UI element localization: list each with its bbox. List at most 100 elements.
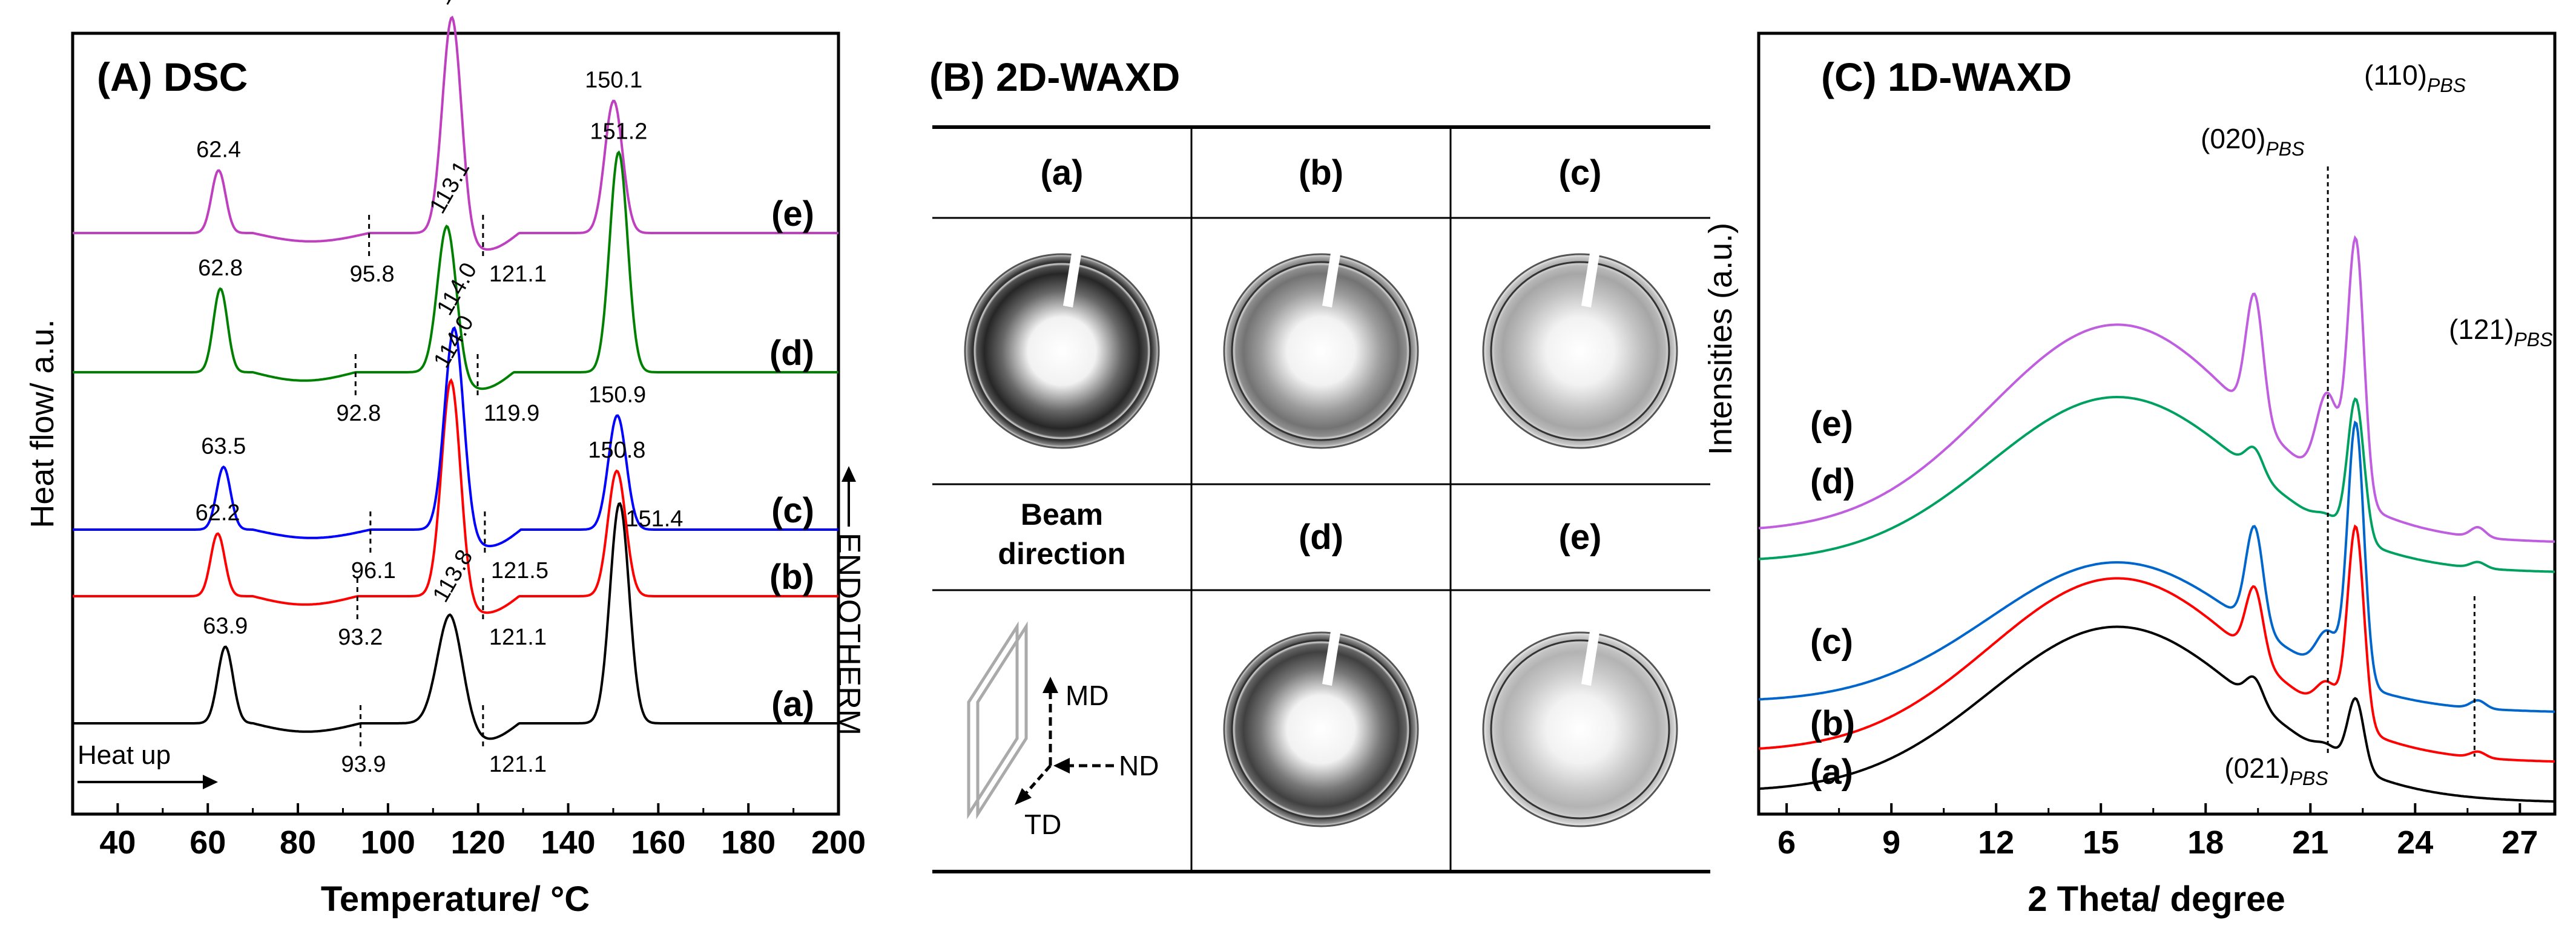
xrd-curve-e (1758, 235, 2555, 543)
dsc-tick-label: 140 (541, 824, 595, 861)
waxd-inner-ring (1490, 639, 1670, 820)
dsc-peak-label: 63.5 (201, 434, 246, 459)
xrd-series-label: (d) (1810, 462, 1855, 501)
pattern-header: (b) (1299, 153, 1343, 192)
dsc-ylabel: Heat flow/ a.u. (24, 319, 61, 528)
dsc-dip-label: 93.2 (338, 625, 383, 650)
dsc-curve-b (73, 378, 838, 614)
xrd-tick-label: 12 (1978, 824, 2014, 861)
md-arrowhead (1043, 677, 1058, 693)
td-label: TD (1024, 809, 1061, 840)
dsc-curves (73, 15, 838, 740)
waxd-inner-ring (1490, 261, 1670, 441)
dsc-series-label: (e) (771, 194, 814, 234)
waxd-outer-ring (1223, 631, 1419, 827)
dsc-xlabel: Temperature/ °C (321, 879, 590, 919)
dsc-curve-d (73, 150, 838, 390)
dsc-peak-label: 151.4 (625, 507, 683, 532)
beamstop-shadow (1322, 624, 1342, 686)
panel-dsc: (A) DSC Temperature/ °C Heat flow/ a.u. … (24, 0, 866, 919)
xrd-reflection-label: (020)PBS (2201, 123, 2304, 160)
dsc-peak-label: 151.2 (590, 119, 647, 145)
hkl-index: (020) (2201, 123, 2265, 154)
xrd-annotations: (a)(b)(c)(d)(e)(020)PBS(110)PBS(121)PBS(… (1810, 59, 2552, 792)
xrd-tick-label: 24 (2397, 824, 2433, 861)
dsc-peak-label: 114.2 (430, 0, 480, 9)
xrd-curve-c (1758, 420, 2555, 713)
dsc-tick-label: 60 (189, 824, 226, 861)
dsc-dip-label: 92.8 (336, 401, 381, 426)
dsc-frame (71, 31, 840, 816)
dsc-series-label: (a) (771, 685, 814, 724)
xrd-frame (1757, 31, 2557, 816)
waxd-pattern-e (1483, 633, 1677, 826)
heat-up-arrowhead (203, 775, 218, 789)
xrd-series-label: (c) (1810, 622, 1853, 662)
waxd-outer-ring (1223, 253, 1419, 449)
dsc-tick-label: 120 (451, 824, 506, 861)
md-label: MD (1066, 680, 1109, 711)
xrd-tick-label: 6 (1777, 824, 1796, 861)
dsc-peak-label: 62.2 (196, 501, 240, 526)
xrd-curve-b (1758, 524, 2555, 763)
dsc-curve-e (73, 15, 838, 251)
dsc-peak-label: 150.9 (588, 382, 646, 407)
dsc-curve-c (73, 326, 838, 548)
beamstop-shadow (1581, 246, 1601, 307)
waxd-inner-ring (1231, 261, 1411, 441)
waxd-inner-ring (1231, 639, 1411, 820)
hkl-subscript: PBS (2427, 74, 2466, 96)
xrd-tick-label: 21 (2292, 824, 2328, 861)
xrd-curve-a (1758, 625, 2555, 803)
dsc-tick-label: 100 (361, 824, 415, 861)
beam-title-line2: direction (998, 537, 1125, 571)
dsc-dip-label: 121.1 (489, 625, 547, 650)
dsc-tick-label: 200 (811, 824, 866, 861)
waxd-pattern-d (1224, 633, 1418, 826)
hkl-subscript: PBS (2290, 767, 2328, 789)
xrd-reflection-label: (121)PBS (2449, 314, 2552, 350)
sample-film-back (976, 621, 1028, 820)
waxd-outer-ring (964, 253, 1160, 449)
dsc-dip-label: 119.9 (484, 401, 539, 426)
dsc-dip-label: 121.1 (489, 752, 547, 777)
pattern-header: (c) (1559, 153, 1602, 192)
endotherm-arrowhead (842, 466, 856, 482)
xrd-title: (C) 1D-WAXD (1821, 54, 2072, 99)
dsc-tick-label: 80 (280, 824, 316, 861)
dsc-series-label: (b) (769, 557, 814, 597)
xrd-tick-label: 15 (2083, 824, 2119, 861)
xrd-tick-label: 9 (1882, 824, 1900, 861)
pattern-header: (a) (1041, 153, 1084, 192)
td-axis-line (1021, 764, 1052, 799)
heat-up-label: Heat up (77, 740, 171, 770)
td-arrowhead (1015, 788, 1032, 805)
xrd-xlabel: 2 Theta/ degree (2028, 879, 2285, 919)
endotherm-label: ENDOTHERM (831, 533, 866, 735)
xrd-series-label: (b) (1810, 704, 1855, 743)
dsc-series-label: (d) (769, 334, 814, 373)
waxd-outer-ring (1482, 631, 1678, 827)
nd-arrowhead (1053, 758, 1070, 774)
waxd-inner-ring (972, 261, 1152, 441)
hkl-index: (110) (2364, 59, 2427, 91)
waxd-outer-ring (1482, 253, 1678, 449)
xrd-curve-d (1758, 396, 2555, 573)
dsc-dip-label: 96.1 (351, 558, 396, 583)
dsc-peak-label: 150.8 (588, 438, 645, 463)
dsc-peak-label: 62.8 (198, 255, 243, 281)
dsc-peak-label: 150.1 (585, 68, 642, 93)
panel-2d-waxd: (B) 2D-WAXD (a)(b)(c)Beamdirection(d)(e)… (929, 54, 1710, 873)
hkl-index: (021) (2224, 752, 2289, 784)
dsc-dip-label: 121.5 (491, 558, 548, 583)
dsc-peak-label: 62.4 (196, 137, 241, 163)
dsc-peak-label: 63.9 (203, 614, 248, 639)
xrd-curves (1758, 235, 2555, 803)
waxd-pattern-a (965, 254, 1159, 448)
waxd2d-title: (B) 2D-WAXD (929, 54, 1180, 99)
dsc-curve-a (73, 502, 838, 740)
hkl-index: (121) (2449, 314, 2514, 345)
dsc-dip-label: 95.8 (350, 261, 395, 287)
